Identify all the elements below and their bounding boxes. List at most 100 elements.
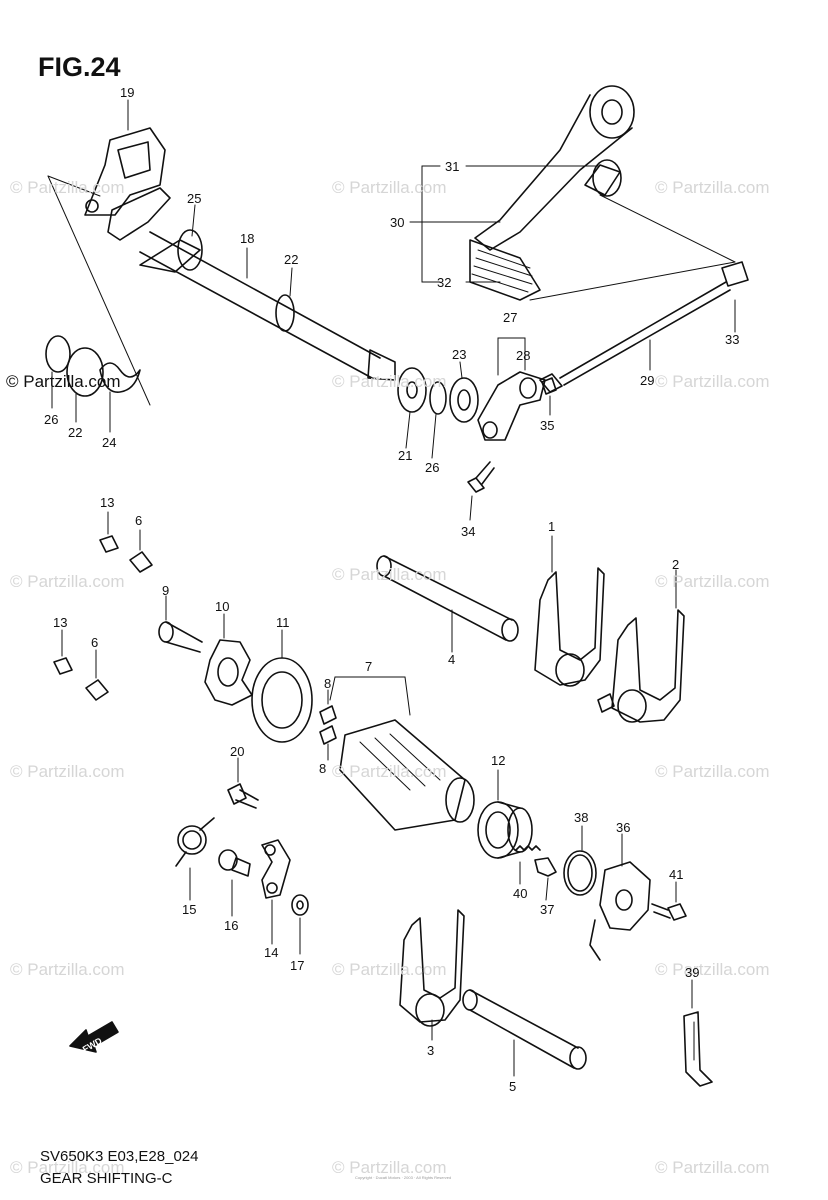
cam-lever-part-36 [589,833,651,961]
part-label-37[interactable]: 37 [540,902,555,917]
part-label-36[interactable]: 36 [616,820,631,835]
stopper-part-14 [261,839,291,945]
part-label-31[interactable]: 31 [445,159,460,174]
oring-part-38 [563,825,597,896]
washer-group-21-26-23 [397,361,479,459]
part-label-28[interactable]: 28 [516,348,531,363]
star-cam-part-10 [204,613,253,706]
part-label-38[interactable]: 38 [574,810,589,825]
bolt-washer-lower [53,629,109,701]
linkage-arm-part-27 [477,337,563,441]
nut-part-35 [541,377,557,395]
figure-title: FIG.24 [38,52,121,82]
shift-shaft-part-18 [139,231,396,381]
watermark: © Partzilla.com [332,1158,447,1177]
lever-guide-lines [529,194,736,301]
ring-part-22 [275,294,295,332]
watermark-dark: © Partzilla.com [6,372,121,391]
part-label-30[interactable]: 30 [390,215,405,230]
part-label-17[interactable]: 17 [290,958,305,973]
part-label-27[interactable]: 27 [503,310,518,325]
shift-lever-part-30 [409,85,635,301]
part-label-41[interactable]: 41 [669,867,684,882]
part-label-15[interactable]: 15 [182,902,197,917]
shaft-arm-part-25 [107,187,203,273]
part-label-1[interactable]: 1 [548,519,556,534]
bracket-triangle [47,175,151,406]
part-label-22[interactable]: 22 [284,252,299,267]
watermark: © Partzilla.com [10,572,125,591]
watermark: © Partzilla.com [655,1158,770,1177]
bearing-part-12 [477,769,533,859]
washer-part-17 [291,894,309,955]
part-label-16[interactable]: 16 [224,918,239,933]
part-label-26[interactable]: 26 [425,460,440,475]
forward-arrow-icon [69,1021,119,1053]
part-label-6[interactable]: 6 [135,513,143,528]
bolt-part-9 [158,595,203,653]
watermark: © Partzilla.com [10,762,125,781]
bolt-part-16 [218,849,251,917]
part-label-19[interactable]: 19 [120,85,135,100]
pins-part-8 [319,689,337,761]
part-label-13[interactable]: 13 [53,615,68,630]
watermark: © Partzilla.com [332,372,447,391]
part-label-39[interactable]: 39 [685,965,700,980]
shift-fork-part-2 [597,569,685,723]
part-label-20[interactable]: 20 [230,744,245,759]
part-label-4[interactable]: 4 [448,652,456,667]
part-label-14[interactable]: 14 [264,945,279,960]
part-label-3[interactable]: 3 [427,1043,435,1058]
watermark: © Partzilla.com [10,960,125,979]
part-label-13[interactable]: 13 [100,495,115,510]
part-label-34[interactable]: 34 [461,524,476,539]
watermark: © Partzilla.com [10,178,125,197]
shift-fork-part-3 [399,909,465,1041]
plate-part-39 [683,979,713,1087]
watermark: © Partzilla.com [332,565,447,584]
part-label-32[interactable]: 32 [437,275,452,290]
nut-part-33 [721,261,749,287]
part-label-18[interactable]: 18 [240,231,255,246]
part-label-9[interactable]: 9 [162,583,170,598]
part-label-7[interactable]: 7 [365,659,373,674]
part-label-2[interactable]: 2 [672,557,680,572]
part-label-8[interactable]: 8 [319,761,327,776]
part-label-40[interactable]: 40 [513,886,528,901]
part-label-24[interactable]: 24 [102,435,117,450]
part-label-12[interactable]: 12 [491,753,506,768]
bearing-part-11 [251,629,313,743]
shaft-rod-part-5 [462,989,587,1077]
watermark: © Partzilla.com [332,762,447,781]
part-label-6[interactable]: 6 [91,635,99,650]
part-label-22[interactable]: 22 [68,425,83,440]
part-label-23[interactable]: 23 [452,347,467,362]
part-label-11[interactable]: 11 [276,615,290,630]
shaft-rod-part-4 [376,555,519,653]
section-name: GEAR SHIFTING-C [40,1170,173,1187]
part-label-10[interactable]: 10 [215,599,230,614]
part-label-33[interactable]: 33 [725,332,740,347]
part-label-25[interactable]: 25 [187,191,202,206]
bolt-part-20 [227,757,259,809]
tie-rod-part-29 [559,281,731,386]
gearshift-drum-part-7 [329,676,475,831]
part-label-5[interactable]: 5 [509,1079,517,1094]
bolt-part-34 [467,461,495,521]
spring-part-15 [175,817,215,901]
watermark: © Partzilla.com [655,178,770,197]
watermark: © Partzilla.com [655,960,770,979]
bolt-washer-upper [99,511,153,573]
part-label-29[interactable]: 29 [640,373,655,388]
watermark: © Partzilla.com [655,572,770,591]
model-code: SV650K3 E03,E28_024 [40,1148,199,1165]
left-cluster-parts [45,335,141,433]
spring-pin-parts-40-37 [515,845,557,901]
bolt-part-41 [651,881,687,921]
shift-fork-part-1 [534,535,605,687]
part-label-35[interactable]: 35 [540,418,555,433]
part-label-21[interactable]: 21 [398,448,413,463]
part-label-8[interactable]: 8 [324,676,332,691]
part-label-26[interactable]: 26 [44,412,59,427]
